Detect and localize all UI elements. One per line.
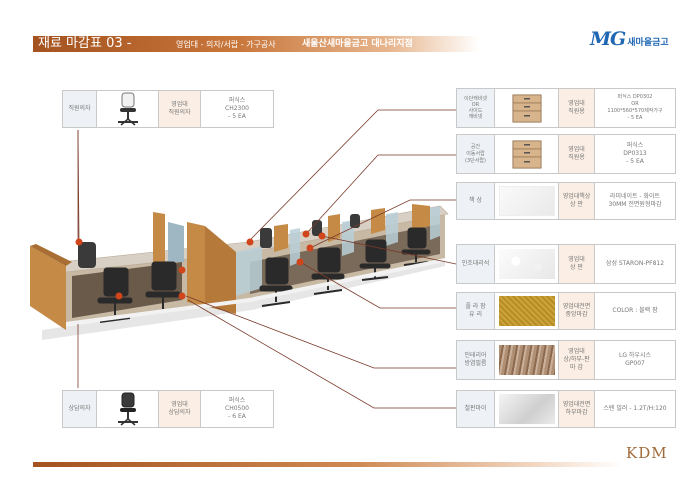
spec-location: 영업대 직원용 [559,135,595,173]
customer-chair-image [97,391,159,427]
spec-location: 영업대전면 중앙마감 [559,293,595,329]
spec-detail: 삼성 STARON-PF812 [595,245,675,283]
marble-swatch-cell [495,245,559,283]
spec-steel-plate: 철판마이 영업대전면 하부마감 스텐 밀러 - 1.2T/H:120 [456,390,676,428]
spec-artificial-marble: 인조대리석 영업대 상 판 삼성 STARON-PF812 [456,244,676,284]
page-subtitle: 영업대 - 의자/서랍 - 가구공사 [176,40,276,49]
spec-label: 이단캐비넷 OR 사이드 캐비넷 [457,89,495,127]
spec-detail: 퍼식스 DP0313 - 5 EA [595,135,675,173]
spec-detail: 퍼식스 CH2300 - 5 EA [201,91,273,127]
spec-staff-chair: 직원의자 영업대 직원의자 퍼식스 CH2300 - 5 EA [62,90,274,128]
spec-location: 영업대 상 판 [559,245,595,283]
spec-detail: 라미네이트 - 화이트 30MM 전면원형마감 [595,183,675,219]
spec-location: 영업대전면 하부마감 [559,391,595,427]
spec-desk: 책 상 영업대책상 상 판 라미네이트 - 화이트 30MM 전면원형마감 [456,182,676,220]
desk-swatch-cell [495,183,559,219]
spec-customer-chair: 상담의자 영업대 상담의자 퍼식스 CH0500 - 6 EA [62,390,274,428]
footer-bar [33,462,623,467]
spec-label: 책 상 [457,183,495,219]
white-laminate-swatch [498,186,555,216]
kdm-logo: KDM [626,444,668,462]
spec-frosted-glass: 플 라 팜 유 리 영업대전면 중앙마감 COLOR : 블랙 팜 [456,292,676,330]
steel-swatch [498,394,555,424]
spec-label: 인테리어 방염필름 [457,341,495,379]
spec-side-cabinet: 이단캐비넷 OR 사이드 캐비넷 영업대 직원용 퍼식스 DP0302 OR 1… [456,88,676,128]
spec-location: 영업대 직원의자 [159,91,201,127]
spec-detail: 스텐 밀러 - 1.2T/H:120 [595,391,675,427]
spec-label: 공간 이동서랍 (3단서랍) [457,135,495,173]
spec-pedestal: 공간 이동서랍 (3단서랍) 영업대 직원용 퍼식스 DP0313 - 5 EA [456,134,676,174]
office-chair-icon [117,92,138,126]
spec-detail: COLOR : 블랙 팜 [595,293,675,329]
cabinet-icon [512,94,541,123]
office-chair-icon [117,392,138,426]
spec-detail: 퍼식스 CH0500 - 6 EA [201,391,273,427]
wood-film-swatch [498,345,555,375]
spec-location: 영업대 상담의자 [159,391,201,427]
staff-chair-image [97,91,159,127]
mg-logo-mark: MG [590,28,626,50]
spec-label: 직원의자 [63,91,97,127]
spec-location: 영업대책상 상 판 [559,183,595,219]
side-cabinet-image [495,89,559,127]
drawer-unit-icon [512,140,541,169]
steel-swatch-cell [495,391,559,427]
branch-name: 새울산새마을금고 대나리지점 [302,39,413,49]
marble-swatch [498,249,555,279]
title-bar [33,36,479,52]
glass-swatch-cell [495,293,559,329]
spec-label: 철판마이 [457,391,495,427]
spec-location: 영업대 상/하부-판 마 감 [559,341,595,379]
spec-label: 플 라 팜 유 리 [457,293,495,329]
spec-location: 영업대 직원용 [559,89,595,127]
mg-logo-name: 새마을금고 [627,38,669,48]
spec-label: 상담의자 [63,391,97,427]
mg-logo: MG 새마을금고 [590,28,669,50]
spec-detail: 퍼식스 DP0302 OR 1100*560*570제작가구 - 5 EA [595,89,675,127]
pedestal-image [495,135,559,173]
page-title: 재료 마감표 03 - [38,36,132,51]
glass-pattern-swatch [498,296,555,326]
spec-detail: LG 하우시스 GP007 [595,341,675,379]
spec-label: 인조대리석 [457,245,495,283]
spec-interior-film: 인테리어 방염필름 영업대 상/하부-판 마 감 LG 하우시스 GP007 [456,340,676,380]
film-swatch-cell [495,341,559,379]
